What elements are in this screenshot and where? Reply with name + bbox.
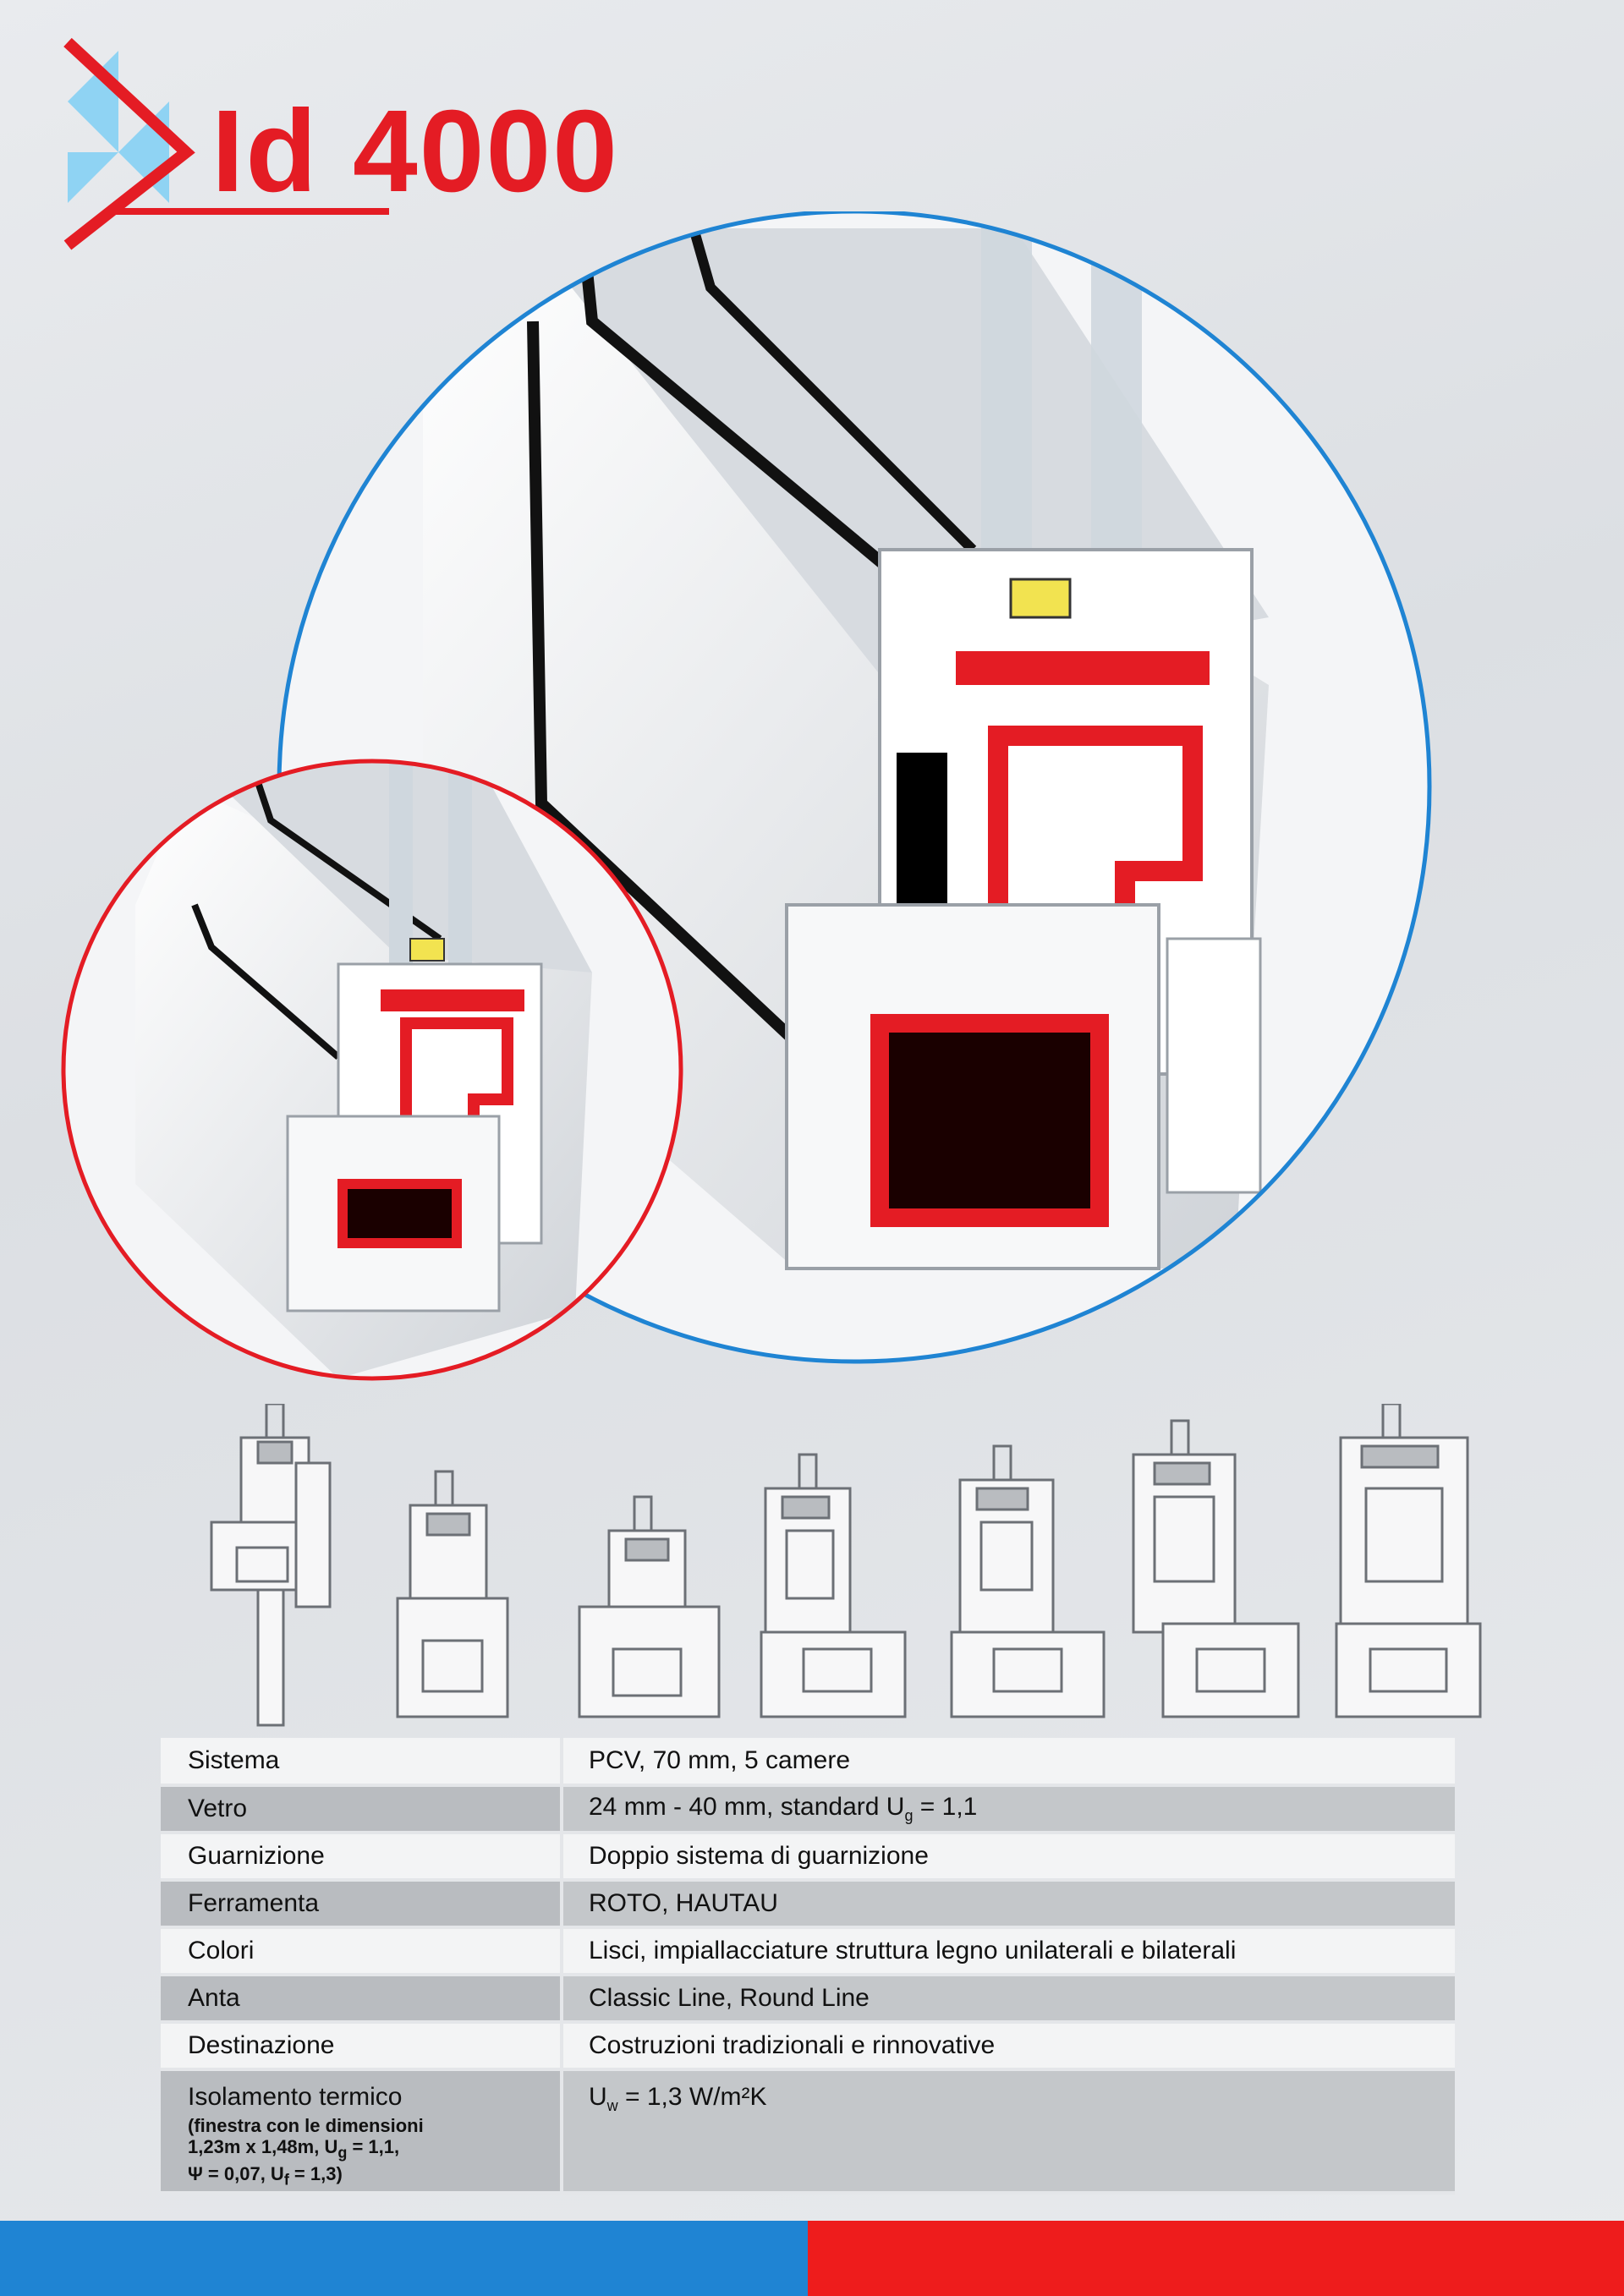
small-circle-border <box>61 759 683 1381</box>
spec-label-text: Isolamento termico <box>188 2083 403 2111</box>
spec-value: 24 mm - 40 mm, standard Ug = 1,1 <box>560 1785 1455 1834</box>
large-profile-closeup <box>277 211 1432 1364</box>
bottom-color-stripe <box>0 2221 1624 2296</box>
spec-row-anta: Anta Classic Line, Round Line <box>161 1975 1455 2024</box>
profile-section-4 <box>760 1453 907 1718</box>
logo-mark-icon <box>63 37 389 250</box>
spec-row-sistema: Sistema PCV, 70 mm, 5 camere <box>161 1738 1455 1787</box>
spec-row-isolamento: Isolamento termico (finestra con le dime… <box>161 2069 1455 2195</box>
spec-row-colori: Colori Lisci, impiallacciature struttura… <box>161 1927 1455 1976</box>
profile-section-2 <box>396 1470 509 1718</box>
spec-table: Sistema PCV, 70 mm, 5 camere Vetro 24 mm… <box>161 1738 1455 2195</box>
profile-section-1 <box>210 1404 332 1727</box>
spec-label: Guarnizione <box>161 1833 562 1882</box>
spec-value: Lisci, impiallacciature struttura legno … <box>560 1927 1455 1976</box>
spec-value: Costruzioni tradizionali e rinnovative <box>560 2022 1455 2071</box>
spec-label: Isolamento termico (finestra con le dime… <box>161 2069 562 2195</box>
page-title: Id 4000 <box>211 86 619 216</box>
spec-label-note: (finestra con le dimensioni 1,23m x 1,48… <box>188 2115 424 2189</box>
spec-value: Uw = 1,3 W/m²K <box>560 2069 1455 2195</box>
profile-section-5 <box>950 1444 1106 1718</box>
logo-diamond-bottom-left <box>68 152 118 203</box>
spec-row-ferramenta: Ferramenta ROTO, HAUTAU <box>161 1880 1455 1929</box>
spec-label: Ferramenta <box>161 1880 562 1929</box>
window-profile-illustration <box>61 211 1432 1381</box>
spec-label: Destinazione <box>161 2022 562 2071</box>
brand-logo: Id 4000 <box>59 34 651 254</box>
spec-label: Vetro <box>161 1785 562 1834</box>
stripe-blue <box>0 2221 808 2296</box>
spec-label: Anta <box>161 1975 562 2024</box>
profile-section-6 <box>1132 1419 1300 1718</box>
spec-value: PCV, 70 mm, 5 camere <box>560 1738 1455 1787</box>
profile-section-7 <box>1335 1404 1482 1718</box>
profile-sections-row <box>210 1404 1482 1727</box>
spec-label: Colori <box>161 1927 562 1976</box>
logo-chevron-red <box>63 37 195 250</box>
spec-value: Doppio sistema di guarnizione <box>560 1833 1455 1882</box>
spec-label: Sistema <box>161 1738 562 1787</box>
spec-row-guarnizione: Guarnizione Doppio sistema di guarnizion… <box>161 1833 1455 1882</box>
profile-section-3 <box>578 1495 721 1718</box>
spec-row-vetro: Vetro 24 mm - 40 mm, standard Ug = 1,1 <box>161 1785 1455 1834</box>
spec-row-destinazione: Destinazione Costruzioni tradizionali e … <box>161 2022 1455 2071</box>
small-profile-closeup <box>61 759 683 1381</box>
spec-value: ROTO, HAUTAU <box>560 1880 1455 1929</box>
spec-value: Classic Line, Round Line <box>560 1975 1455 2024</box>
stripe-red <box>808 2221 1624 2296</box>
